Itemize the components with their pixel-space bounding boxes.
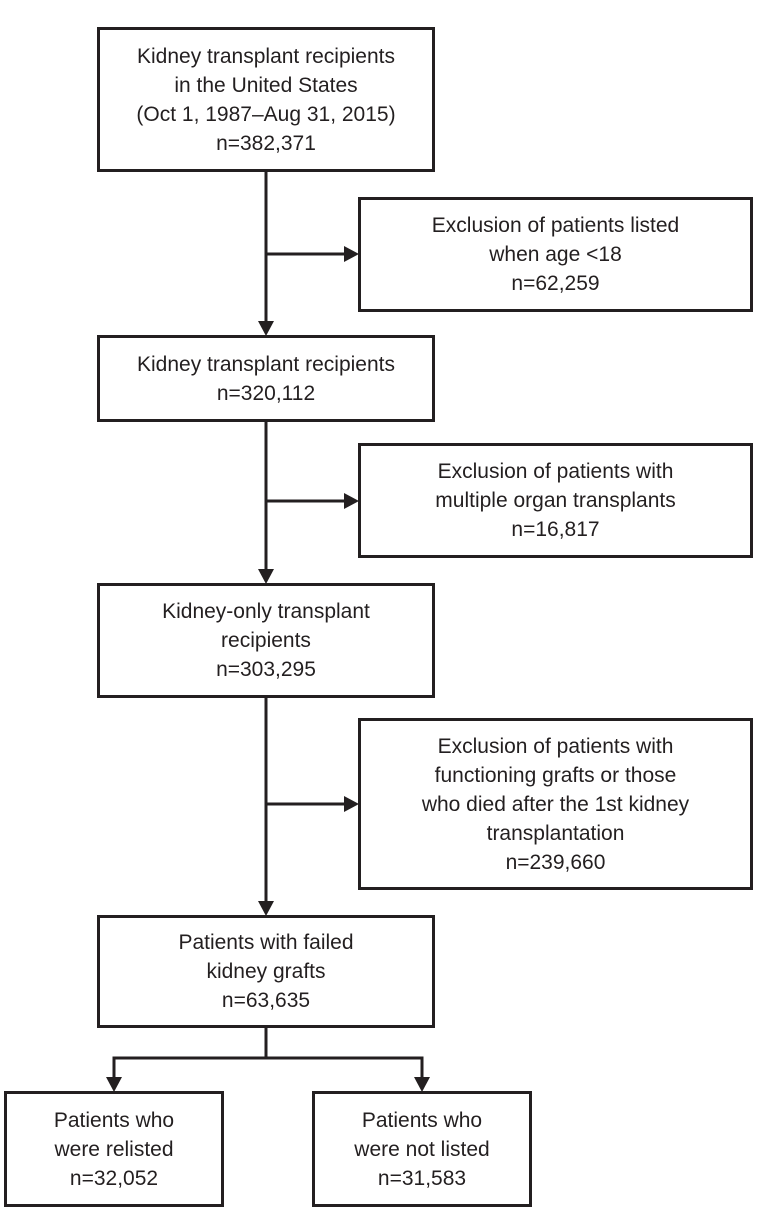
arrow-down-icon [258,569,274,584]
arrow-down-icon [258,321,274,336]
node-total-recipients: Kidney transplant recipients in the Unit… [97,27,435,172]
node-patients-not-listed: Patients who were not listed n=31,583 [312,1091,532,1207]
arrow-down-icon [258,901,274,916]
connector-failed-grafts-split [112,1028,424,1078]
node-exclusion-age: Exclusion of patients listed when age <1… [358,197,753,312]
arrow-down-icon [414,1077,430,1092]
arrow-right-icon [344,246,359,262]
node-patients-relisted: Patients who were relisted n=32,052 [4,1091,224,1207]
node-failed-kidney-grafts: Patients with failed kidney grafts n=63,… [97,915,435,1028]
node-kidney-only-recipients: Kidney-only transplant recipients n=303,… [97,583,435,698]
arrow-right-icon [344,796,359,812]
arrow-down-icon [106,1077,122,1092]
node-exclusion-multi-organ: Exclusion of patients with multiple orga… [358,443,753,558]
node-kidney-transplant-recipients: Kidney transplant recipients n=320,112 [97,335,435,422]
arrow-right-icon [344,493,359,509]
node-exclusion-functioning-grafts: Exclusion of patients with functioning g… [358,718,753,890]
